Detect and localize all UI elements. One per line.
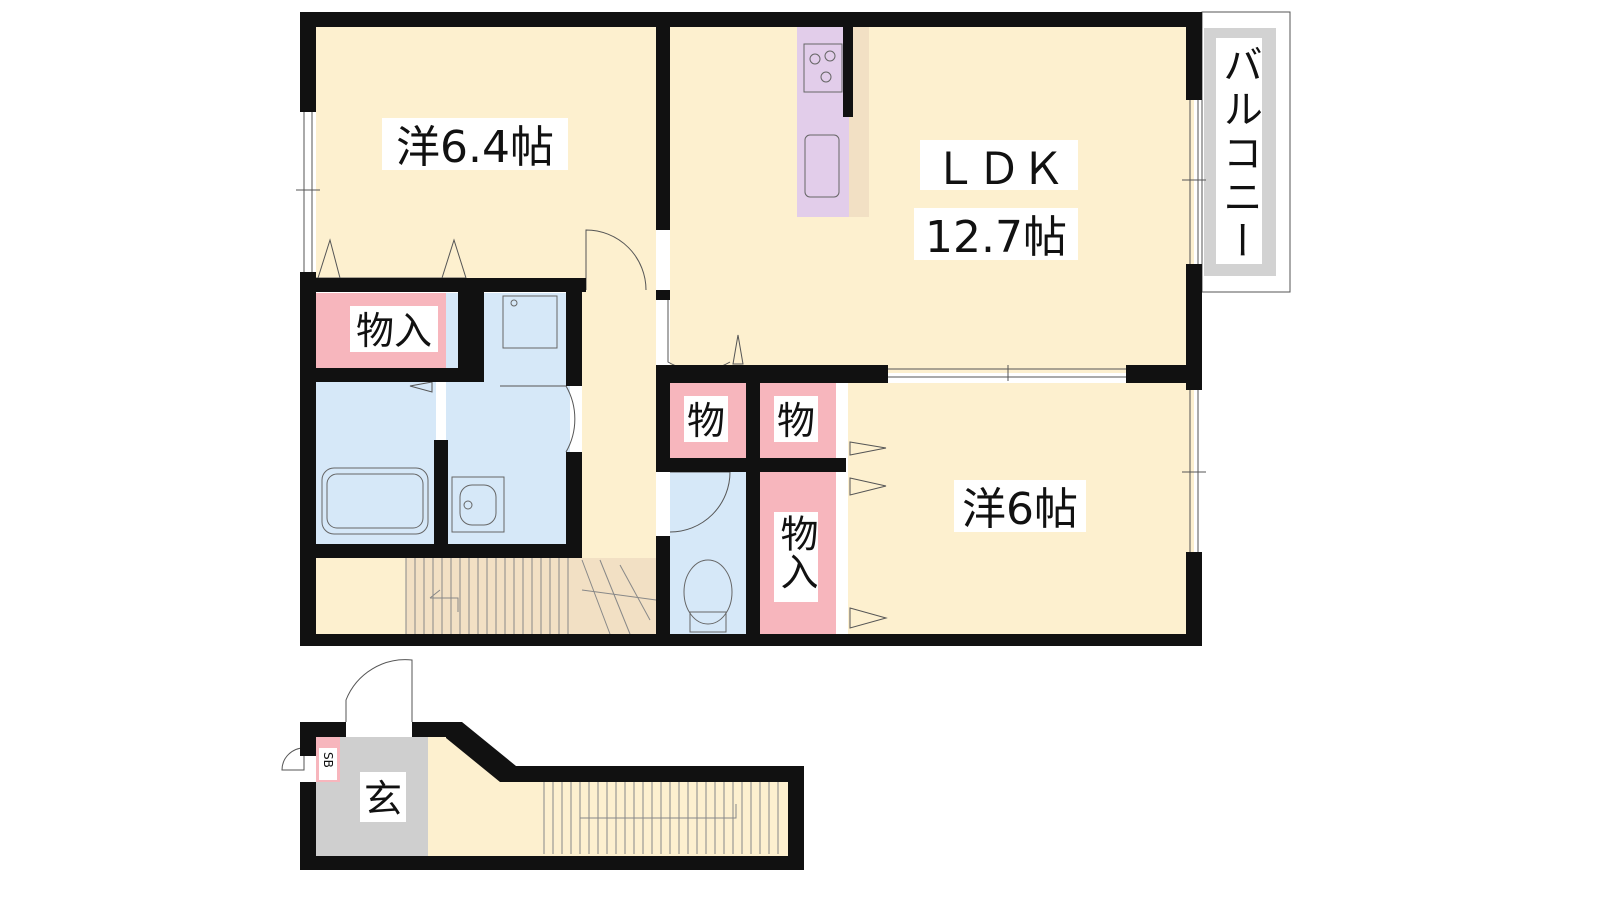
closet-c-label: 物 (777, 399, 815, 443)
fixtures (321, 43, 843, 633)
kitchen-side-counter (849, 27, 869, 217)
stove (803, 43, 843, 93)
bathtub (321, 467, 429, 535)
entrance-level (300, 722, 804, 870)
ldk-area-label: 12.7帖 (925, 212, 1067, 263)
entrance-label: 玄 (364, 777, 402, 821)
shoe-box-label: SB (321, 752, 335, 768)
toilet (683, 559, 733, 625)
bathtub-inner (326, 473, 424, 529)
toilet-floor (670, 472, 746, 638)
western-room-a-label: 洋6.4帖 (396, 122, 554, 173)
ldk-floor (670, 27, 1194, 373)
balcony-label: バルコニー (1216, 44, 1262, 264)
stair-treads (405, 558, 657, 635)
lower-hall-floor (316, 558, 406, 638)
walls (300, 12, 1202, 646)
ldk-label: ＬＤＫ (933, 144, 1065, 195)
kitchen-counter (797, 27, 849, 217)
washing-machine-space (502, 295, 558, 349)
washbasin (451, 476, 505, 533)
kitchen-sink (804, 134, 840, 198)
hallway-floor (582, 290, 656, 560)
closet-d-label: 物入 (774, 514, 818, 590)
closet-b-label: 物 (687, 399, 725, 443)
room-labels: 洋6.4帖 ＬＤＫ 12.7帖 洋6帖 物入 物 物 物入 バルコニー 玄 SB (319, 38, 1262, 822)
floor-fills (316, 11, 1291, 638)
washbasin-bowl (459, 484, 497, 526)
western-room-b-label: 洋6帖 (962, 484, 1078, 535)
bath-floor (316, 382, 436, 550)
closet-a-label: 物入 (356, 309, 432, 353)
